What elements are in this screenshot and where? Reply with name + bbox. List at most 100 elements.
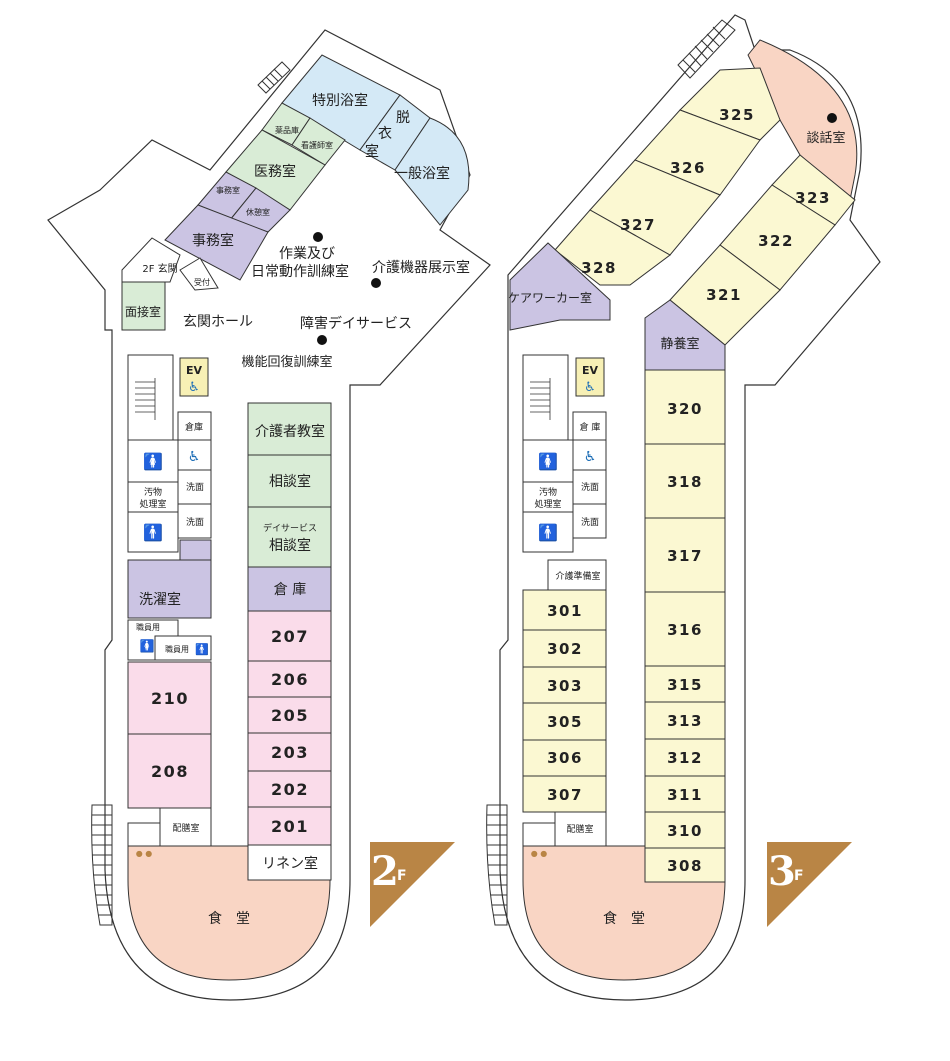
- label-datsui-3: 室: [365, 143, 379, 160]
- room-shokuin-m: [154, 635, 212, 661]
- label-shogai-day: 障害デイサービス: [300, 315, 412, 332]
- room-317: [644, 517, 726, 593]
- label-room-321: 321: [706, 286, 742, 304]
- room-203: [247, 732, 332, 772]
- stair-lines-2f: [135, 378, 156, 420]
- label-room-203: 203: [271, 743, 309, 762]
- room-kaigosha-kyoshitsu: [247, 402, 332, 456]
- label-room-302: 302: [547, 640, 583, 658]
- room-genkan: [121, 237, 181, 283]
- marker-sagyo: [313, 232, 323, 242]
- label-room-208: 208: [151, 762, 189, 781]
- room-301: [522, 589, 607, 631]
- restroom-accessible-3f: [572, 439, 607, 471]
- label-shokudo-3f: 食 堂: [603, 910, 645, 927]
- elevator-3f: [575, 357, 605, 397]
- label-danwashitsu: 談話室: [806, 130, 845, 146]
- room-303: [522, 666, 607, 704]
- restroom-male-2f: [127, 511, 179, 553]
- floor-2-outline: [47, 29, 491, 1001]
- label-room-306: 306: [547, 749, 583, 767]
- marker-shogai-day: [317, 335, 327, 345]
- room-202: [247, 770, 332, 808]
- room-senmen2-3f: [572, 503, 607, 539]
- room-small-2f: [127, 822, 161, 847]
- label-room-201: 201: [271, 817, 309, 836]
- label-room-317: 317: [667, 547, 703, 565]
- label-room-301: 301: [547, 602, 583, 620]
- label-yakuhinko: 薬品庫: [275, 125, 299, 135]
- room-313: [644, 701, 726, 740]
- room-315: [644, 665, 726, 703]
- label-shokudo-2f: 食 堂: [208, 910, 250, 927]
- room-306: [522, 739, 607, 777]
- label-room-307: 307: [547, 786, 583, 804]
- floor-badge-3f-number: 3: [768, 848, 796, 895]
- floor-badge-2f: [370, 842, 455, 927]
- label-room-311: 311: [667, 786, 703, 804]
- room-uketsuke: [179, 257, 219, 291]
- label-sagyo-1: 作業及び: [279, 246, 335, 262]
- label-room-206: 206: [271, 670, 309, 689]
- room-305: [522, 702, 607, 741]
- label-kinou-kaifuku: 機能回復訓練室: [241, 354, 332, 370]
- label-room-328: 328: [581, 259, 617, 277]
- room-day-sodanshitsu: [247, 506, 332, 568]
- accessible-icon-ev-3f: ♿: [584, 380, 596, 395]
- label-tokubetsu: 特別浴室: [312, 92, 368, 109]
- marker-danwashitsu: [827, 113, 837, 123]
- floor-badge-2f-letter: F: [397, 868, 407, 884]
- floor-3-plan: 談話室 325 326 327 328 ケアワーカー室 323 322 321 …: [486, 14, 881, 1001]
- female-icon-3f: 🚺: [538, 452, 558, 471]
- room-mensetsushitsu: [121, 281, 166, 331]
- floor-badge-2f-number: 2: [371, 848, 399, 895]
- female-icon-staff: 🚺: [140, 639, 155, 653]
- restroom-male-3f: [522, 511, 574, 553]
- room-obutsu-2f: [127, 481, 179, 513]
- accessible-icon-3f: ♿: [584, 449, 597, 465]
- room-senmen2-2f: [177, 503, 212, 539]
- label-seiyoshitsu: 静養室: [660, 336, 699, 352]
- label-ev-3f: EV: [582, 364, 599, 377]
- label-room-322: 322: [758, 232, 794, 250]
- label-souko-small-3f: 倉 庫: [580, 421, 601, 433]
- label-room-323: 323: [795, 189, 831, 207]
- label-room-210: 210: [151, 689, 189, 708]
- label-day-sodan-1: デイサービス: [263, 522, 317, 534]
- stairs-top-2f: [257, 61, 291, 94]
- floor-badge-3f-letter: F: [794, 868, 804, 884]
- stairs-bottom-3f: [486, 804, 508, 926]
- room-obutsu-3f: [522, 481, 574, 513]
- room-207: [247, 610, 332, 662]
- outlet-icon-2f: ● ●: [136, 849, 153, 858]
- label-room-207: 207: [271, 627, 309, 646]
- label-shokuin-m: 職員用: [165, 645, 189, 654]
- label-kyukeishitsu: 休憩室: [246, 207, 270, 217]
- label-obutsu-2-3f: 処理室: [534, 498, 561, 510]
- label-imushitsu: 医務室: [254, 163, 296, 180]
- restroom-accessible-2f: [177, 439, 212, 471]
- label-senmen1-3f: 洗面: [581, 481, 599, 493]
- label-room-303: 303: [547, 677, 583, 695]
- male-icon-staff: 🚹: [195, 643, 209, 656]
- room-311: [644, 775, 726, 813]
- restroom-female-2f: [127, 439, 179, 483]
- label-haizenshitsu-3f: 配膳室: [566, 823, 593, 835]
- marker-kaigo-kiki: [371, 278, 381, 288]
- floor-2-plan: 特別浴室 脱 衣 室 一般浴室 薬品庫 看護師室 医務室 事務室 休憩室 事務室…: [47, 29, 491, 1001]
- accessible-icon-2f: ♿: [188, 449, 201, 465]
- room-sentakushitsu: [127, 559, 212, 619]
- room-205: [247, 696, 332, 734]
- label-obutsu-1-2f: 汚物: [144, 486, 162, 498]
- label-room-315: 315: [667, 676, 703, 694]
- label-room-326: 326: [670, 159, 706, 177]
- label-haizenshitsu-2f: 配膳室: [172, 822, 199, 834]
- label-room-313: 313: [667, 712, 703, 730]
- label-genkan: 2F 玄関: [142, 262, 177, 275]
- room-208: [127, 733, 212, 809]
- room-kaigo-junbi: [547, 559, 607, 591]
- label-ippan: 一般浴室: [394, 165, 450, 182]
- label-room-318: 318: [667, 473, 703, 491]
- outlet-icon-3f: ● ●: [531, 849, 548, 858]
- room-308: [644, 847, 726, 883]
